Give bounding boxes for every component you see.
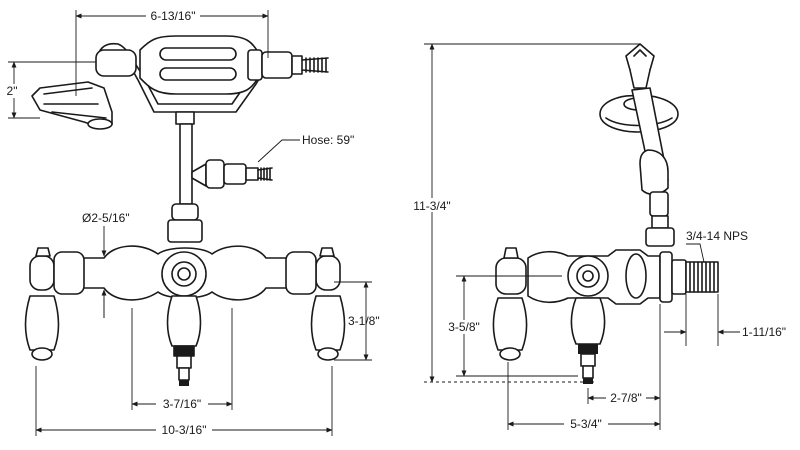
handshower-neck xyxy=(95,49,137,77)
dim-projection: 5-3/4" xyxy=(570,417,602,431)
riser-nut-side xyxy=(645,227,675,247)
handshower-handle xyxy=(139,35,259,95)
spout-handle-side xyxy=(570,297,606,345)
side-dimensions: 11-3/4" 3-5/8" 3/4-14 NPS 1-11/16" 2-7/8… xyxy=(404,43,786,431)
dim-diameter: Ø2-5/16" xyxy=(82,211,130,225)
dim-nps: 3/4-14 NPS xyxy=(686,229,748,243)
dim-center-spacing: 3-7/16" xyxy=(163,397,201,411)
dim-spout-height: 3-5/8" xyxy=(448,320,480,334)
left-valve-bonnet xyxy=(29,255,55,291)
left-handle-porcelain xyxy=(24,295,60,351)
dim-handshower-height: 2" xyxy=(7,84,18,98)
right-handle-porcelain xyxy=(310,295,346,351)
dim-hose: Hose: 59" xyxy=(302,133,354,147)
riser-cap xyxy=(175,111,195,125)
riser-pipe xyxy=(179,123,193,205)
dim-handle-height: 3-1/8" xyxy=(348,314,380,328)
dim-top-width: 6-13/16" xyxy=(151,9,196,23)
wall-flange xyxy=(659,251,673,303)
center-handle-porcelain xyxy=(166,295,202,347)
diverter-nut xyxy=(205,159,225,189)
front-dimensions: 6-13/16" 2" Hose: 59" Ø2-5/16" 3-1/8" 3-… xyxy=(4,8,380,437)
front-view xyxy=(24,35,346,386)
dim-inlet-length: 1-11/16" xyxy=(742,325,786,339)
dim-overall-height: 11-3/4" xyxy=(413,199,450,213)
dim-overall-width: 10-3/16" xyxy=(162,423,207,437)
dim-wall-to-spout: 2-7/8" xyxy=(610,391,642,405)
handle-porcelain-side xyxy=(492,297,528,351)
side-view xyxy=(492,43,719,384)
right-valve-bonnet xyxy=(315,255,341,291)
riser-base-nut xyxy=(167,219,203,243)
